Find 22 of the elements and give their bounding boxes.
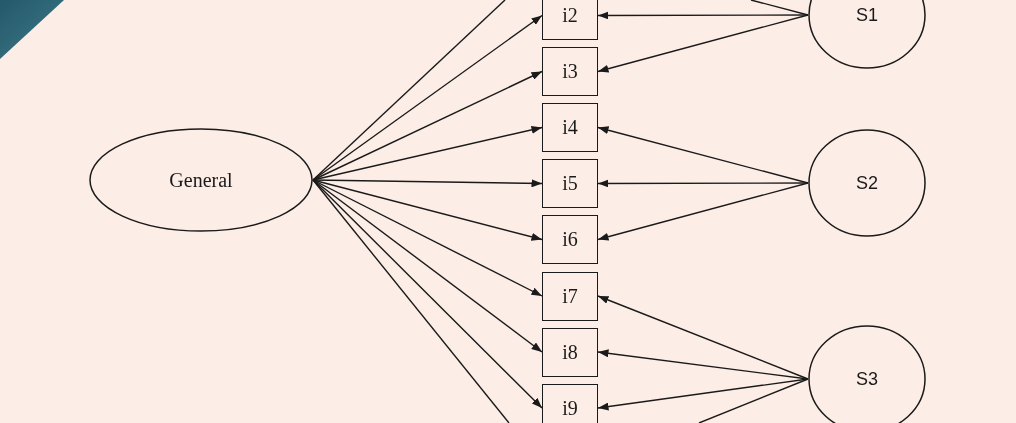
arrow: [597, 179, 809, 188]
item-box: i7: [542, 271, 598, 321]
arrow: [597, 182, 809, 241]
arrow: [597, 295, 809, 380]
item-box: i3: [542, 47, 598, 96]
connector-line: [698, 378, 809, 423]
connector-line: [312, 179, 510, 423]
item-box: i9: [542, 383, 598, 423]
item-box: i4: [542, 103, 598, 152]
item-box: i6: [542, 215, 598, 264]
item-box: i2: [542, 0, 598, 40]
factor-circle: S2: [808, 129, 926, 237]
item-box: i5: [542, 159, 598, 208]
arrow: [312, 70, 543, 181]
arrow: [597, 349, 809, 380]
arrow: [597, 11, 809, 20]
arrow: [597, 14, 809, 73]
arrow: [312, 179, 543, 353]
factor-ellipse: General: [89, 128, 313, 232]
arrow: [312, 14, 543, 181]
item-box: i8: [542, 327, 598, 377]
arrow: [597, 378, 809, 411]
